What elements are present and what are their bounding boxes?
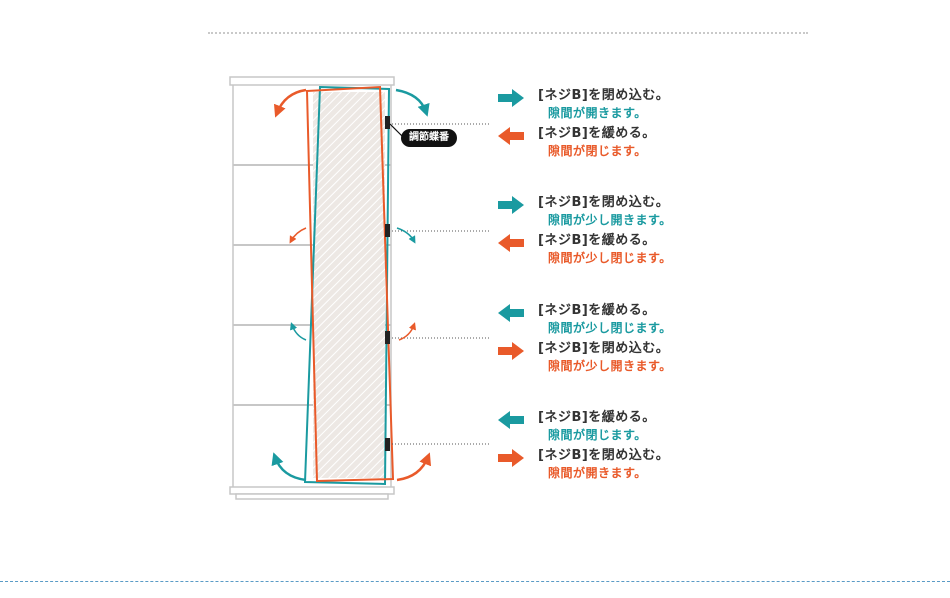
badge-pointer bbox=[389, 123, 403, 137]
instruction-main-text: [ネジB]を閉め込む。 bbox=[538, 88, 670, 103]
arrow-left-icon bbox=[498, 304, 524, 322]
bottom-dashed-rule bbox=[0, 581, 950, 582]
arrow-right-icon bbox=[498, 196, 524, 214]
instruction-loosen: [ネジB]を緩める。 隙間が閉じます。 bbox=[498, 125, 738, 158]
arrow-left-icon bbox=[498, 127, 524, 145]
top-dotted-rule bbox=[208, 32, 808, 34]
cabinet-body bbox=[229, 76, 395, 500]
instruction-tighten: [ネジB]を閉め込む。 隙間が開きます。 bbox=[498, 87, 738, 120]
instruction-main-text: [ネジB]を緩める。 bbox=[538, 303, 656, 318]
instruction-main-text: [ネジB]を閉め込む。 bbox=[538, 195, 670, 210]
instruction-loosen: [ネジB]を緩める。 隙間が少し閉じます。 bbox=[498, 232, 738, 265]
instruction-sub-text: 隙間が開きます。 bbox=[548, 466, 647, 480]
instruction-tighten: [ネジB]を閉め込む。 隙間が少し開きます。 bbox=[498, 340, 738, 373]
leader-lines bbox=[392, 123, 490, 445]
instruction-tighten: [ネジB]を閉め込む。 隙間が開きます。 bbox=[498, 447, 738, 480]
instruction-sub-text: 隙間が少し開きます。 bbox=[548, 359, 672, 373]
instruction-main-text: [ネジB]を緩める。 bbox=[538, 410, 656, 425]
hinges bbox=[385, 116, 390, 451]
instruction-main-text: [ネジB]を緩める。 bbox=[538, 233, 656, 248]
instruction-sub-text: 隙間が少し閉じます。 bbox=[548, 251, 672, 265]
door-outline-orange bbox=[305, 85, 395, 483]
instruction-sub-text: 隙間が閉じます。 bbox=[548, 428, 647, 442]
instruction-sub-text: 隙間が少し閉じます。 bbox=[548, 321, 672, 335]
arrow-right-icon bbox=[498, 89, 524, 107]
door-panel bbox=[313, 92, 385, 478]
instruction-loosen: [ネジB]を緩める。 隙間が少し閉じます。 bbox=[498, 302, 738, 335]
instruction-sub-text: 隙間が閉じます。 bbox=[548, 144, 647, 158]
rotation-arrows bbox=[271, 88, 432, 482]
instruction-loosen: [ネジB]を緩める。 隙間が閉じます。 bbox=[498, 409, 738, 442]
hinge-badge: 調節蝶番 bbox=[401, 129, 457, 147]
instruction-sub-text: 隙間が少し開きます。 bbox=[548, 213, 672, 227]
instruction-main-text: [ネジB]を緩める。 bbox=[538, 126, 656, 141]
instruction-sub-text: 隙間が開きます。 bbox=[548, 106, 647, 120]
arrow-left-icon bbox=[498, 411, 524, 429]
arrow-right-icon bbox=[498, 342, 524, 360]
instruction-main-text: [ネジB]を閉め込む。 bbox=[538, 448, 670, 463]
instruction-main-text: [ネジB]を閉め込む。 bbox=[538, 341, 670, 356]
arrow-left-icon bbox=[498, 234, 524, 252]
instruction-tighten: [ネジB]を閉め込む。 隙間が少し開きます。 bbox=[498, 194, 738, 227]
arrow-right-icon bbox=[498, 449, 524, 467]
hinge-badge-label: 調節蝶番 bbox=[409, 132, 449, 143]
